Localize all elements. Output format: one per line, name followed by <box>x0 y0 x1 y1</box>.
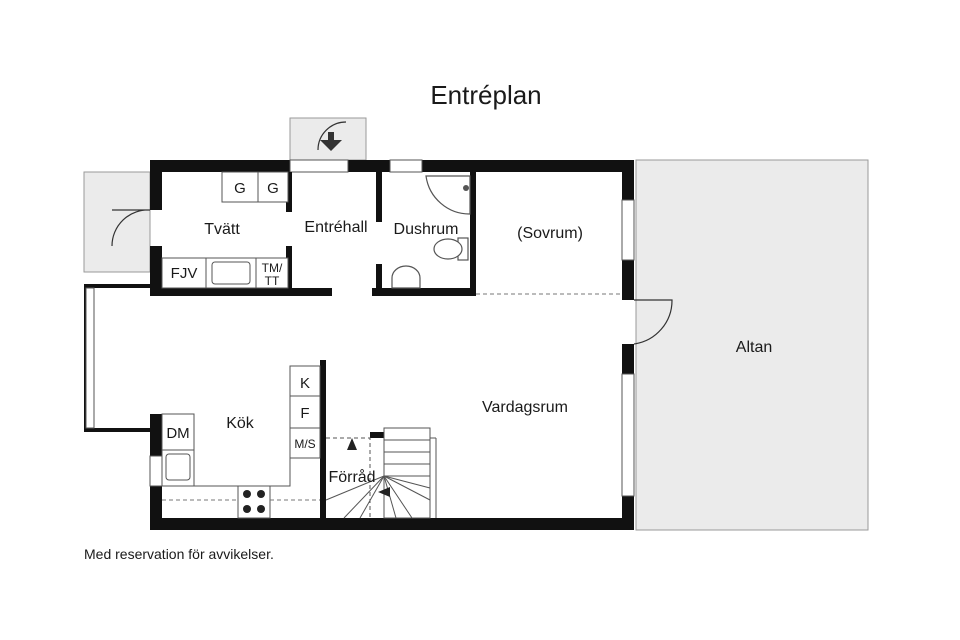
side-step <box>83 171 151 273</box>
kitchen-fixtures <box>161 365 321 519</box>
room-sovrum: (Sovrum) <box>517 225 583 242</box>
room-forrad: Förråd <box>328 468 375 486</box>
fixture-fjv: FJV <box>171 265 198 282</box>
fixture-g2: G <box>267 180 279 197</box>
room-altan: Altan <box>736 339 772 356</box>
fixture-dm: DM <box>166 425 189 442</box>
altan-terrace <box>635 159 869 531</box>
kitchen-sink-icon <box>165 453 191 481</box>
doors <box>111 209 673 345</box>
windows <box>85 159 635 497</box>
room-kok: Kök <box>226 415 255 432</box>
room-vardagsrum: Vardagsrum <box>482 399 568 416</box>
toilet-icon <box>433 238 463 260</box>
fixture-tt: TT <box>265 274 280 288</box>
fixture-g1: G <box>234 180 246 197</box>
room-tvatt: Tvätt <box>204 221 240 238</box>
stair-up-arrow-icon <box>347 438 357 450</box>
fixture-f: F <box>300 405 309 422</box>
bathroom-fixtures <box>391 175 471 289</box>
room-dushrum: Dushrum <box>394 221 459 238</box>
stair-arrow-icon <box>378 487 390 497</box>
room-entrehall: Entréhall <box>304 219 367 236</box>
plan-title: Entréplan <box>430 80 541 110</box>
entrance-arrow-icon <box>317 121 347 151</box>
interior-walls <box>150 172 476 518</box>
laundry-fixtures <box>161 171 289 289</box>
washbasin-icon <box>391 265 421 289</box>
sink-icon <box>211 261 251 285</box>
stove-icon <box>237 485 271 519</box>
fixture-ms: M/S <box>294 437 315 451</box>
staircase <box>325 427 437 519</box>
disclaimer-text: Med reservation för avvikelser. <box>84 546 274 562</box>
fixture-tm: TM/ <box>262 261 283 275</box>
shower-icon <box>425 175 471 215</box>
fixture-k: K <box>300 375 310 392</box>
